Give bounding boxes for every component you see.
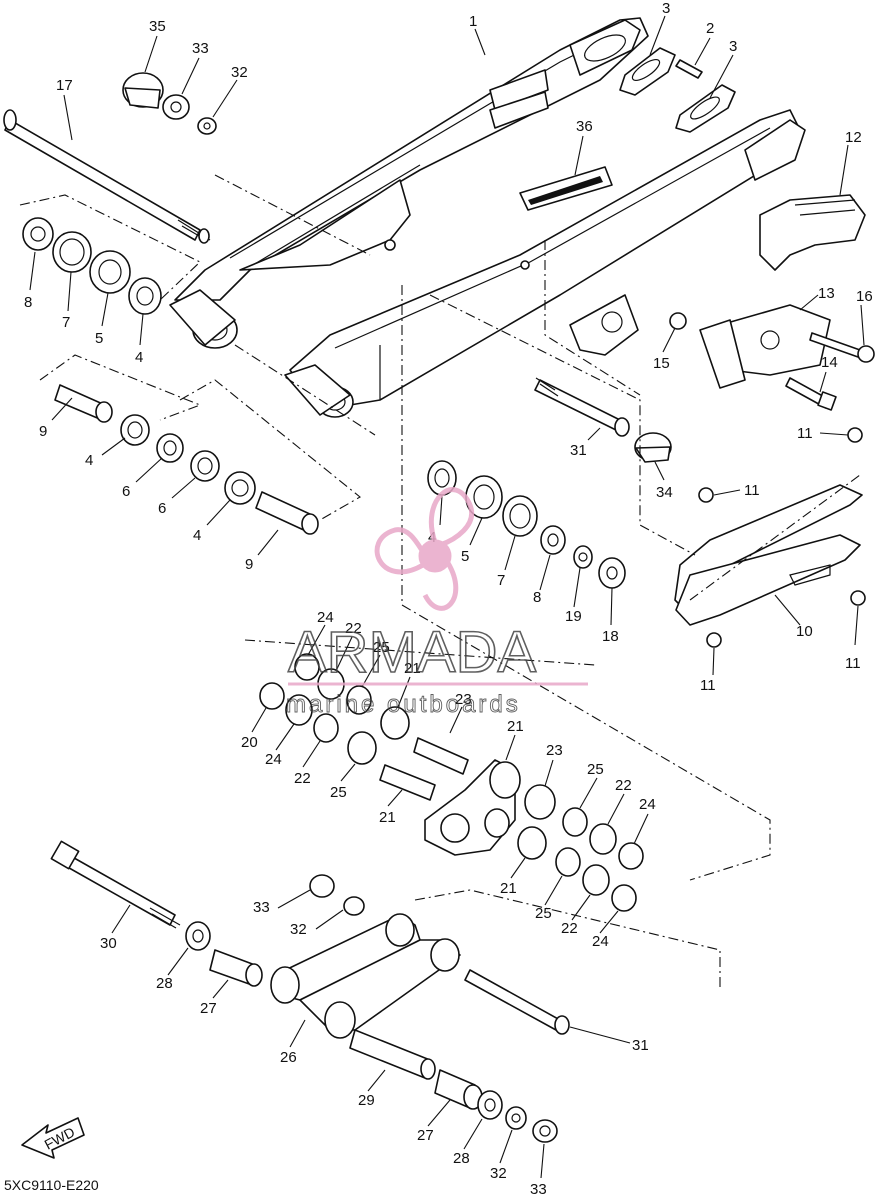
bushings-top	[122, 72, 217, 135]
callout: 25	[535, 905, 552, 922]
callout: 4	[193, 527, 201, 544]
callout: 24	[265, 751, 282, 768]
callout: 16	[856, 288, 873, 305]
callout: 20	[241, 734, 258, 751]
callout: 9	[39, 423, 47, 440]
callout: 3	[729, 38, 737, 55]
callout: 25	[373, 639, 390, 656]
callout: 32	[290, 921, 307, 938]
callout: 22	[615, 777, 632, 794]
callout: 17	[56, 77, 73, 94]
callout: 8	[533, 589, 541, 606]
callout: 10	[796, 623, 813, 640]
link-shaft-upper	[534, 377, 672, 463]
left-bearings	[22, 217, 162, 315]
callout: 6	[158, 500, 166, 517]
callout: 11	[700, 677, 716, 694]
callout: 26	[280, 1049, 297, 1066]
callout: 6	[122, 483, 130, 500]
callout: 21	[379, 809, 396, 826]
callout: 15	[653, 355, 670, 372]
callout: 19	[565, 608, 582, 625]
callout: 23	[455, 691, 472, 708]
callout: 29	[358, 1092, 375, 1109]
callout: 33	[530, 1181, 547, 1196]
callout: 12	[845, 129, 862, 146]
callout: 4	[135, 349, 143, 366]
callout-labels: 35 33 32 17 1 3 2 3 36 12 13 16 15 14 8 …	[24, 0, 873, 1196]
callout: 22	[345, 620, 362, 637]
callout: 11	[845, 655, 861, 672]
watermark-tagline: marine outboards	[286, 691, 521, 718]
assembly-lines	[19, 174, 861, 990]
callout: 14	[821, 354, 838, 371]
callout: 32	[231, 64, 248, 81]
callout: 18	[602, 628, 619, 645]
callout: 30	[100, 935, 117, 952]
callout: 25	[587, 761, 604, 778]
callout: 1	[469, 13, 477, 30]
callout: 21	[507, 718, 524, 735]
callout: 7	[62, 314, 70, 331]
callout: 4	[85, 452, 93, 469]
callout: 28	[453, 1150, 470, 1167]
lower-bolt-and-collars	[50, 840, 570, 1035]
propeller-logo-icon	[374, 487, 475, 611]
watermark-brand: ARMADA	[288, 620, 536, 685]
callout: 31	[632, 1037, 649, 1054]
pivot-shaft	[3, 109, 211, 244]
chain-puller	[759, 194, 866, 271]
callout: 21	[404, 660, 421, 677]
callout: 13	[818, 285, 835, 302]
callout: 33	[253, 899, 270, 916]
connecting-rod	[270, 913, 461, 1039]
callout: 3	[662, 0, 670, 17]
callout: 25	[330, 784, 347, 801]
callout: 33	[192, 40, 209, 57]
callout: 35	[149, 18, 166, 35]
leader-lines-lower	[111, 624, 649, 1179]
callout: 22	[561, 920, 578, 937]
callout: 31	[570, 442, 587, 459]
callout: 7	[497, 572, 505, 589]
callout: 2	[706, 20, 714, 37]
callout: 28	[156, 975, 173, 992]
diagram-code: 5XC9110-E220	[4, 1177, 99, 1193]
callout: 23	[546, 742, 563, 759]
relay-seals	[259, 653, 644, 912]
callout: 32	[490, 1165, 507, 1182]
callout: 34	[656, 484, 673, 501]
link-bearings-right	[427, 460, 626, 589]
callout: 24	[639, 796, 656, 813]
callout: 9	[245, 556, 253, 573]
callout: 11	[744, 482, 760, 499]
callout: 11	[797, 425, 813, 442]
callout: 27	[417, 1127, 434, 1144]
callout: 5	[95, 330, 103, 347]
chain-guide	[674, 427, 866, 648]
callout: 24	[317, 609, 334, 626]
callout: 21	[500, 880, 517, 897]
chain-guide-bracket	[669, 304, 875, 411]
callout: 22	[294, 770, 311, 787]
callout: 27	[200, 1000, 217, 1017]
callout: 5	[461, 548, 469, 565]
swingarm-decal	[519, 166, 613, 211]
callout: 24	[592, 933, 609, 950]
relay-arm	[347, 706, 556, 860]
callout: 8	[24, 294, 32, 311]
forward-arrow-icon: FWD	[21, 1117, 85, 1159]
axle-adjust-plates	[619, 47, 736, 133]
watermark: ARMADA marine outboards	[286, 487, 588, 718]
leader-lines	[29, 15, 865, 676]
lower-collars	[349, 1029, 558, 1143]
callout: 36	[576, 118, 593, 135]
pivot-collars	[54, 384, 319, 535]
